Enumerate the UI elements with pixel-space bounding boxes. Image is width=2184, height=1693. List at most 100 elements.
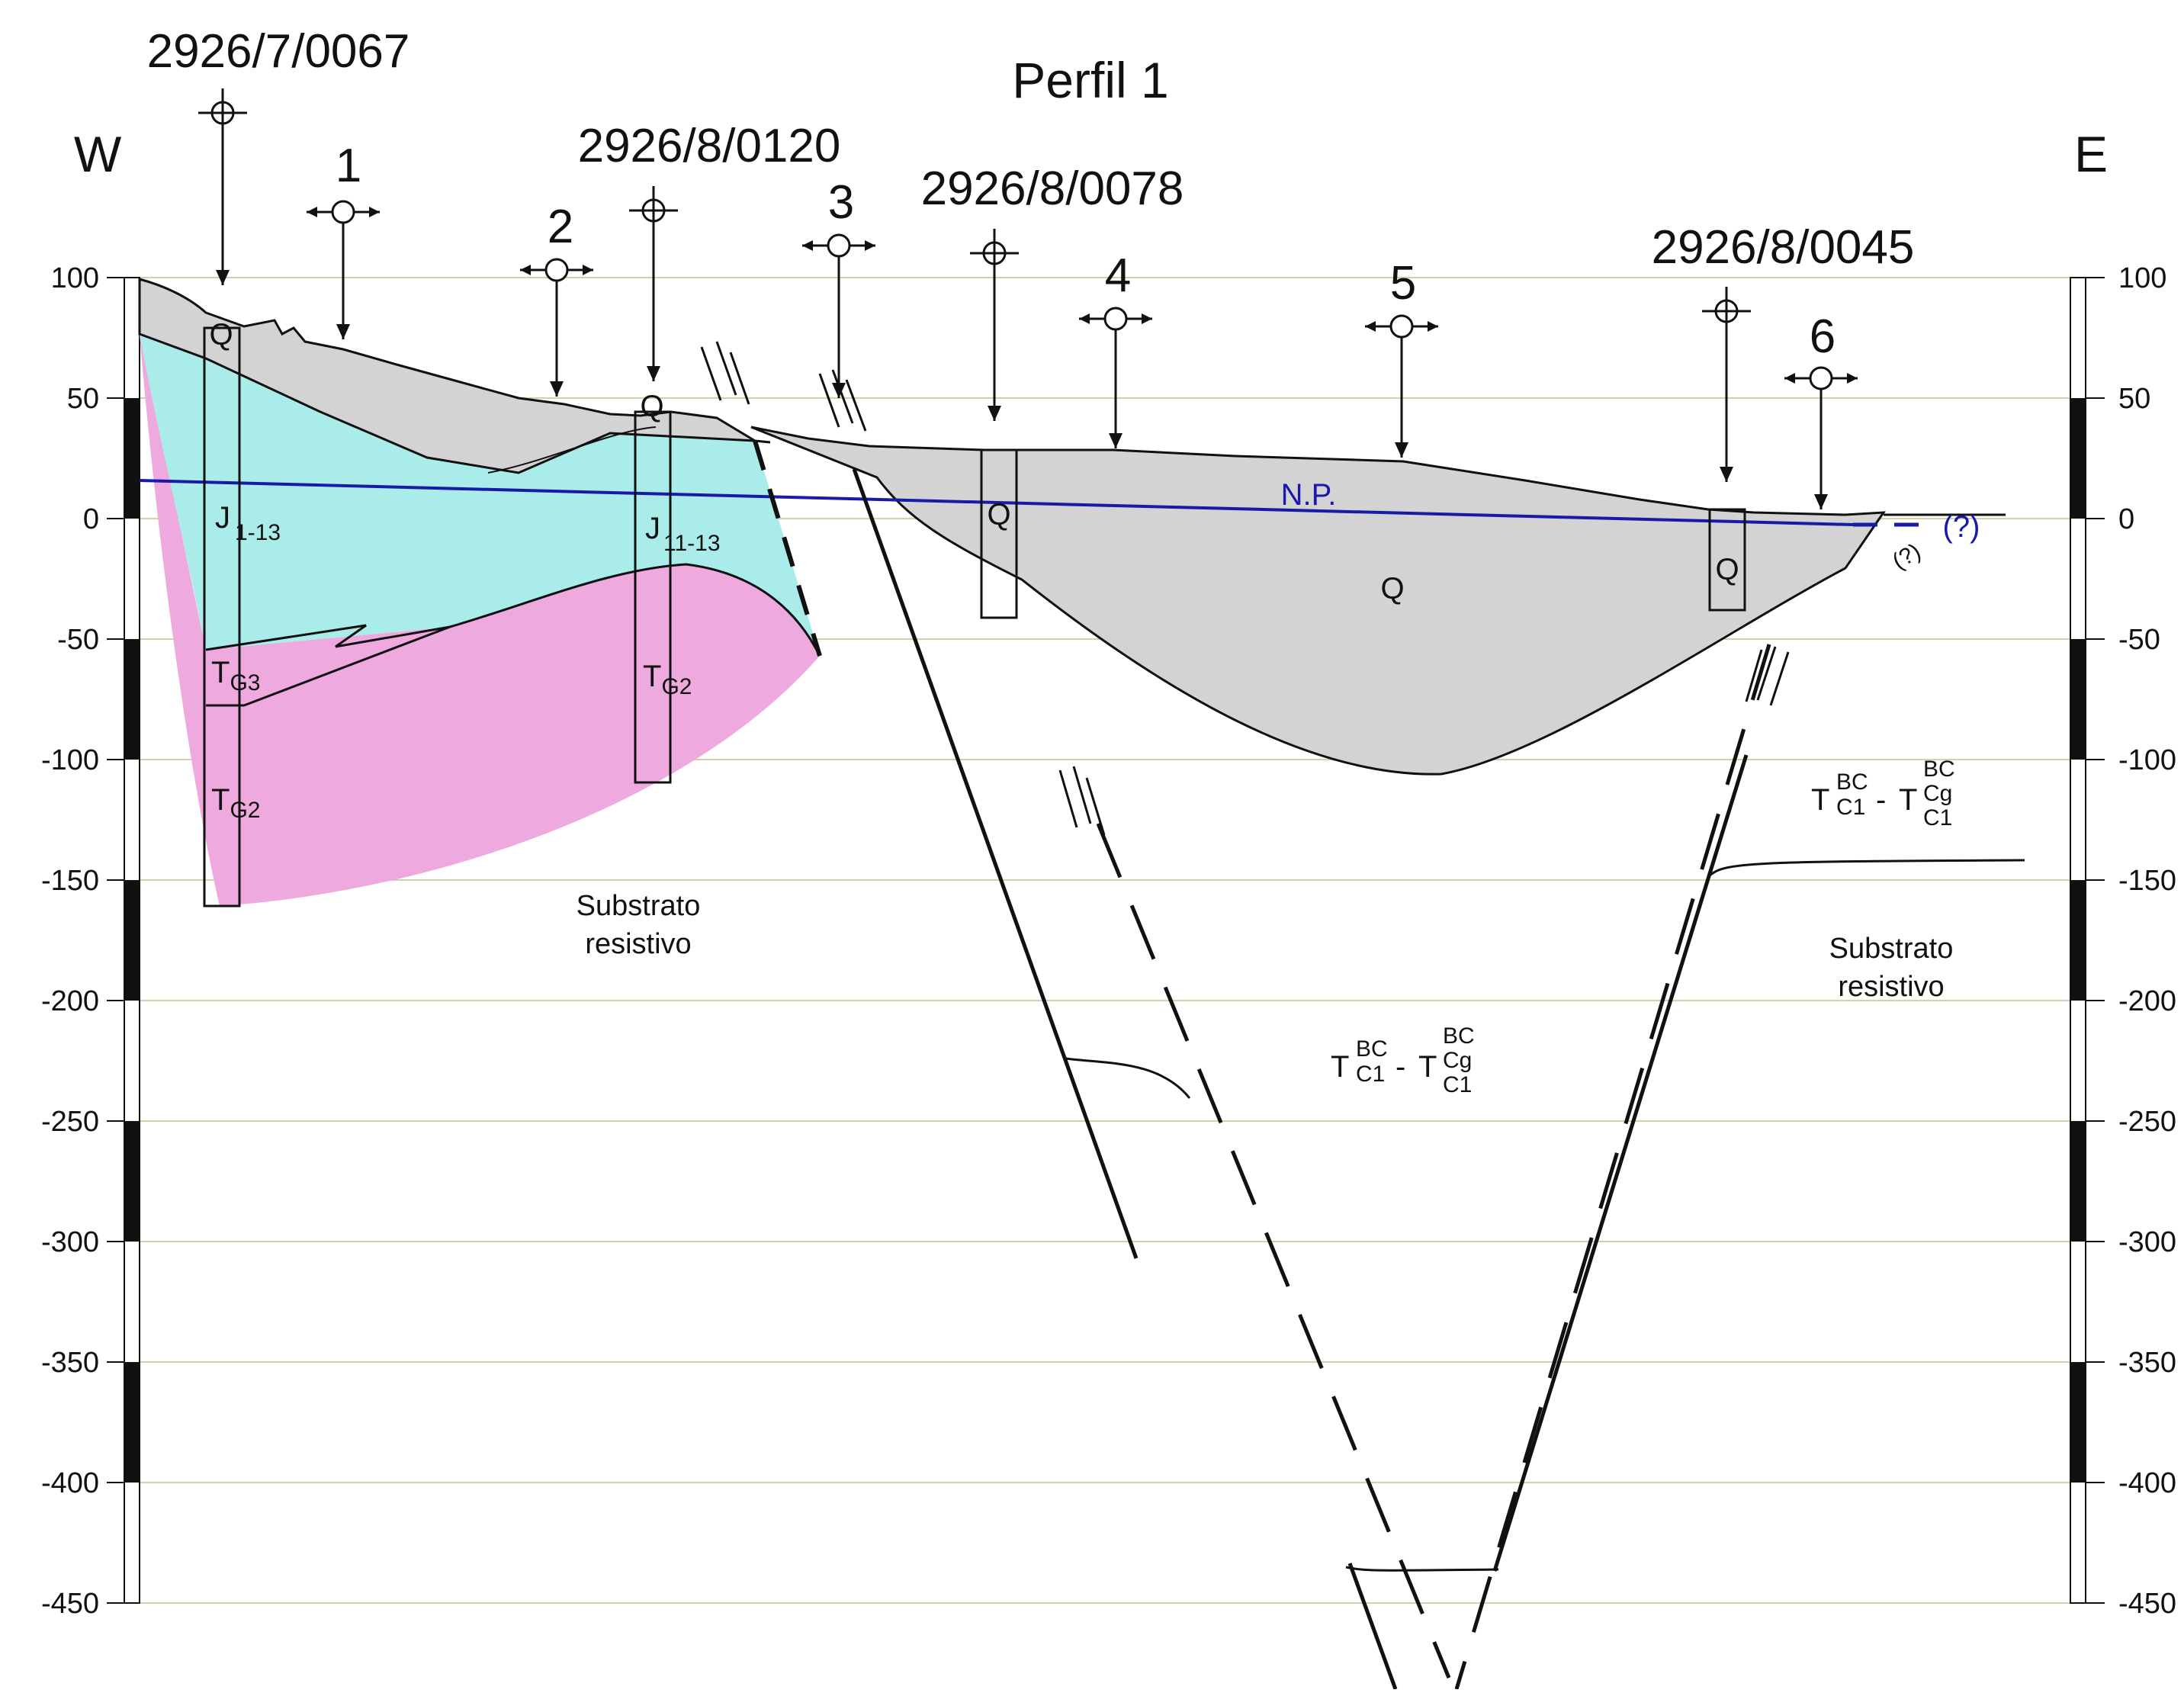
cretaceous-east-sup1: BC [1836, 769, 1868, 795]
well-casing-0120 [634, 410, 672, 784]
elevation-tick-left: 0 [83, 503, 99, 535]
jurassic-base-contact [449, 563, 821, 657]
cretaceous-east-sub2: C1 [1923, 805, 1952, 830]
fault-east-dashed [1454, 644, 1771, 1690]
left-elevation-tick-labels: 100500-50-100-150-200-250-300-350-400-45… [41, 262, 124, 1620]
sounding-symbols [307, 200, 1858, 509]
fault-arrows-4 [1745, 646, 1790, 706]
substrate-west-line1: Substrato [577, 890, 701, 922]
well-symbols [198, 88, 1751, 482]
sounding-symbol [307, 200, 380, 339]
scale-bar-segment [2070, 1121, 2086, 1242]
scale-bar-segment [2070, 1362, 2086, 1483]
contact-graben-floor [1345, 1566, 1499, 1572]
well-symbol [629, 186, 678, 381]
fault-central-east [1096, 823, 1451, 1679]
cretaceous-east-mid2: Cg [1923, 781, 1952, 806]
unit-tg2-label-1: TG2 [643, 660, 692, 699]
elevation-tick-right: -250 [2118, 1106, 2176, 1138]
well-label-0067: 2926/7/0067 [147, 25, 410, 78]
figure-title: Perfil 1 [1012, 52, 1168, 108]
unit-tg3-sub: G3 [230, 670, 260, 696]
elevation-tick-left: -200 [41, 985, 99, 1017]
sounding-symbol [1079, 307, 1152, 448]
cretaceous-label-east: T BC C1 - T BC Cg C1 [1811, 757, 1955, 830]
cretaceous-center-sep: - [1396, 1050, 1405, 1084]
elevation-tick-right: 50 [2118, 383, 2150, 415]
unit-tg2-base-2: T [211, 783, 230, 817]
right-elevation-scale-bar [2070, 277, 2086, 1604]
tg3-base-contact [206, 625, 451, 707]
water-table-uncertain-label: (?) [1943, 510, 1980, 544]
fault-graben-tip [1347, 1563, 1398, 1690]
well-symbol [1702, 287, 1751, 482]
quaternary-west-body [138, 278, 771, 474]
sounding-label-6: 6 [1810, 310, 1836, 363]
triassic-g2-body [140, 334, 820, 906]
tg3-contact [205, 624, 451, 651]
elevation-tick-left: -350 [41, 1347, 99, 1379]
quaternary-central-body [750, 426, 1886, 776]
unit-tg2-label-2: TG2 [211, 783, 260, 823]
substrate-west-line2: resistivo [585, 928, 691, 960]
east-label: E [2074, 126, 2108, 182]
fault-arrows-1 [700, 341, 750, 405]
cretaceous-east-sup2: BC [1923, 757, 1955, 782]
fault-central-west [852, 468, 1139, 1259]
scale-bar-segment [2070, 398, 2086, 519]
left-elevation-scale-bar [124, 277, 140, 1604]
sounding-label-3: 3 [828, 176, 854, 229]
cretaceous-east-t2: T [1899, 783, 1917, 817]
scale-bar-segment [2070, 880, 2086, 1001]
cretaceous-center-sub1: C1 [1356, 1062, 1385, 1087]
sounding-symbol [1365, 314, 1438, 458]
elevation-tick-right: 0 [2118, 503, 2134, 535]
fault-arrows-2 [818, 369, 867, 432]
elevation-tick-left: -250 [41, 1106, 99, 1138]
cretaceous-east-sep: - [1876, 783, 1886, 817]
unit-tg2-sub-1: G2 [661, 674, 692, 699]
cretaceous-center-sup2: BC [1443, 1023, 1475, 1049]
cretaceous-center-mid2: Cg [1443, 1048, 1472, 1073]
contact-step-east [1707, 859, 2025, 879]
well-symbol [970, 229, 1019, 421]
scale-bar-segment [124, 398, 140, 519]
well-casing-0078 [980, 448, 1018, 619]
sounding-symbol [802, 233, 875, 398]
well-label-0078: 2926/8/0078 [921, 162, 1184, 215]
unit-q-label-3: Q [987, 498, 1010, 532]
jurassic-body [140, 334, 820, 656]
quaternary-base-west [487, 426, 657, 474]
elevation-tick-right: -400 [2118, 1467, 2176, 1499]
unit-tg3-label: TG3 [211, 656, 260, 696]
cretaceous-center-t1: T [1331, 1050, 1349, 1084]
cretaceous-label-center: T BC C1 - T BC Cg C1 [1331, 1023, 1475, 1097]
substrate-east-line2: resistivo [1838, 971, 1944, 1003]
elevation-tick-right: -50 [2118, 624, 2160, 656]
unit-j-base-2: J [645, 512, 660, 545]
substrate-east-line1: Substrato [1829, 933, 1954, 965]
well-label-0120: 2926/8/0120 [578, 120, 841, 172]
elevation-tick-left: 50 [67, 383, 99, 415]
unit-tg3-base: T [211, 656, 230, 689]
sounding-symbol [1784, 366, 1858, 509]
unit-tg2-sub-2: G2 [230, 798, 260, 823]
unit-tg2-base-1: T [643, 660, 661, 693]
elevation-tick-left: -400 [41, 1467, 99, 1499]
fault-east [1492, 754, 1749, 1572]
sounding-label-5: 5 [1390, 257, 1416, 310]
elevation-tick-left: -100 [41, 744, 99, 776]
cretaceous-center-t2: T [1418, 1050, 1437, 1084]
cretaceous-center-sub2: C1 [1443, 1072, 1472, 1097]
water-table-label: N.P. [1281, 478, 1337, 512]
sounding-label-2: 2 [548, 201, 573, 253]
well-casing-0045 [1708, 508, 1746, 612]
unit-q-label-2: Q [640, 390, 663, 423]
sounding-symbol [520, 258, 593, 397]
unit-q-label-4: Q [1380, 572, 1404, 606]
unit-j-sub-2: 11-13 [663, 531, 721, 556]
